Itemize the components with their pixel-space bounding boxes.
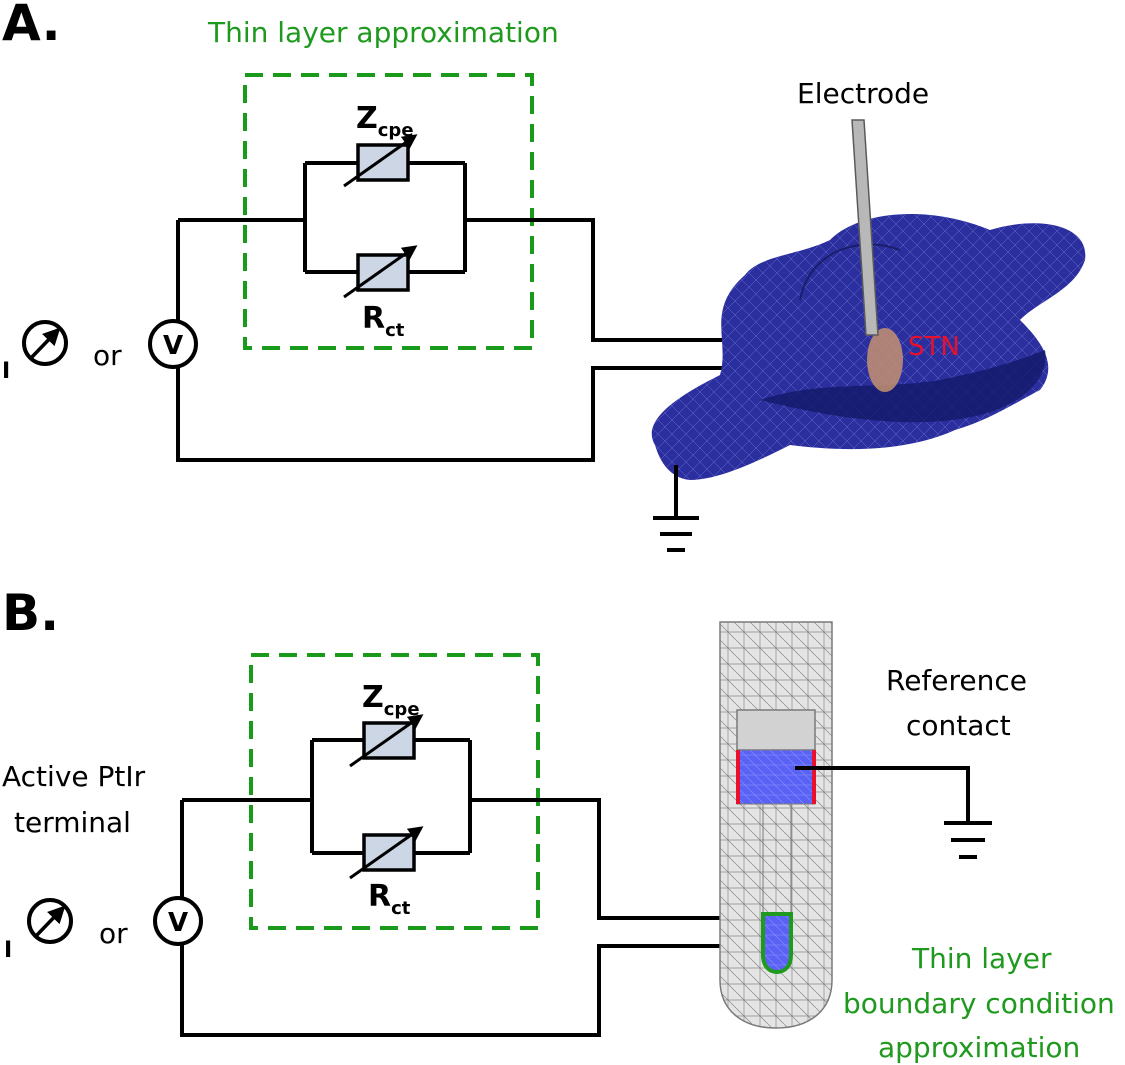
reference-label-2: contact xyxy=(906,709,1011,742)
thin-layer-title-a: Thin layer approximation xyxy=(207,16,559,49)
current-symbol-a: I xyxy=(2,359,10,384)
electrode-shank xyxy=(762,803,792,915)
zcpe-component-b xyxy=(362,721,416,760)
or-text-a: or xyxy=(93,339,122,372)
arrow-icon xyxy=(34,905,66,938)
panel-b: B. Zcpe Rct Active PtIr terminal I or V xyxy=(2,584,1115,1064)
electrode-step xyxy=(736,709,816,751)
thin-layer-bc-label-1: Thin layer xyxy=(911,942,1052,975)
rct-symbol-a: Rct xyxy=(362,301,405,341)
current-source-icon xyxy=(22,320,68,366)
panel-b-label: B. xyxy=(2,584,59,642)
voltage-source-icon xyxy=(153,896,203,946)
voltage-symbol-a: V xyxy=(163,331,183,361)
zcpe-symbol-a: Zcpe xyxy=(356,101,414,141)
electrode-mesh-image xyxy=(719,621,833,1029)
stn-region xyxy=(867,328,903,392)
variable-arrow-icon xyxy=(343,134,418,188)
variable-arrow-icon xyxy=(349,714,424,768)
active-terminal-label-1: Active PtIr xyxy=(2,760,146,793)
thin-layer-box-b xyxy=(249,653,540,930)
thin-layer-box-a xyxy=(243,73,534,350)
circuit-wires-b xyxy=(182,738,760,920)
return-wire-b xyxy=(180,800,760,1037)
arrow-icon xyxy=(29,327,61,360)
electrode-shaft xyxy=(851,119,879,336)
brain-contour xyxy=(799,243,901,301)
ground-icon xyxy=(944,821,992,859)
reference-contact-ring xyxy=(736,749,816,805)
rct-component-b xyxy=(362,833,416,872)
panel-a: A. Thin layer approximation Zcpe Rct I o… xyxy=(2,0,1086,552)
voltage-symbol-b: V xyxy=(168,908,188,938)
active-terminal-label-2: terminal xyxy=(14,806,131,839)
rct-component-a xyxy=(356,253,410,292)
return-wire-a xyxy=(176,220,870,462)
voltage-source-icon xyxy=(148,319,198,369)
brain-mesh-image xyxy=(651,213,1086,480)
zcpe-component-a xyxy=(356,143,410,182)
or-text-b: or xyxy=(99,917,128,950)
reference-wire xyxy=(795,766,970,823)
current-symbol-b: I xyxy=(4,938,12,963)
variable-arrow-icon xyxy=(343,245,418,299)
reference-label-1: Reference xyxy=(886,664,1027,697)
rct-symbol-b: Rct xyxy=(368,879,411,919)
current-source-icon xyxy=(27,898,73,944)
electrode-label: Electrode xyxy=(797,77,929,110)
variable-arrow-icon xyxy=(349,826,424,880)
active-contact-tip xyxy=(761,912,793,975)
stn-label: STN xyxy=(908,332,960,362)
thin-layer-bc-label-2: boundary condition xyxy=(843,987,1115,1020)
ground-icon xyxy=(653,465,699,552)
thin-layer-bc-label-3: approximation xyxy=(878,1031,1080,1064)
brain-shadow xyxy=(760,350,1046,423)
zcpe-symbol-b: Zcpe xyxy=(362,680,420,720)
circuit-wires-a xyxy=(178,161,870,342)
panel-a-label: A. xyxy=(2,0,61,52)
